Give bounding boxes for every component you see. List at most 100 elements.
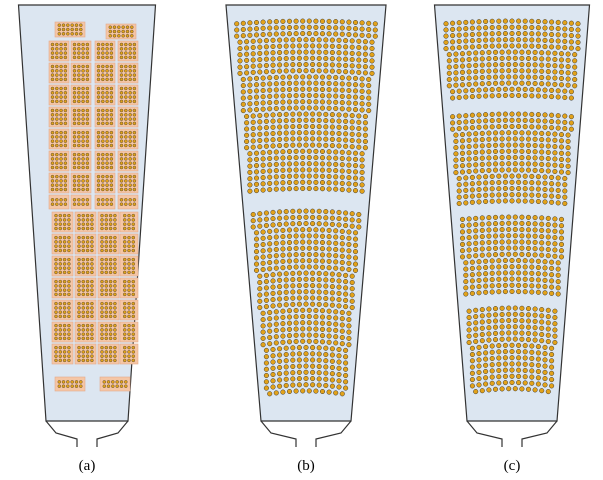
cell [101, 152, 105, 157]
cell [54, 235, 58, 240]
cell [59, 64, 63, 69]
cell [50, 42, 55, 47]
cell [67, 213, 71, 218]
cell [346, 94, 352, 100]
cell [499, 142, 505, 148]
cell [549, 181, 555, 187]
cell [121, 25, 125, 29]
cell [85, 288, 90, 292]
cell [240, 20, 246, 26]
cell [450, 120, 456, 126]
cell [313, 148, 319, 154]
cell [128, 183, 132, 187]
cell [356, 44, 362, 51]
cell [529, 289, 535, 295]
cell [476, 290, 482, 296]
cell [72, 113, 77, 117]
cell [50, 174, 55, 179]
cell [326, 105, 332, 111]
cell [525, 167, 532, 173]
cell [85, 64, 90, 69]
cell [565, 76, 571, 82]
module-background [97, 277, 120, 299]
cell [303, 117, 309, 123]
cell [105, 165, 109, 170]
cell [70, 32, 74, 36]
cell [124, 384, 128, 388]
cell [366, 20, 372, 26]
cell [516, 18, 522, 24]
cell [58, 301, 62, 306]
cell [313, 326, 319, 332]
cell [81, 354, 85, 358]
cell [552, 314, 558, 321]
cell [127, 240, 131, 244]
cell [483, 277, 489, 283]
cell [253, 26, 260, 32]
cell [81, 47, 85, 51]
cell [372, 27, 378, 33]
cell [108, 34, 112, 38]
cell [489, 380, 495, 386]
cell [260, 181, 266, 187]
cell [113, 288, 117, 292]
cell [565, 138, 571, 144]
cell [549, 187, 555, 193]
cell [300, 80, 306, 86]
module-background [48, 84, 70, 106]
cell [506, 233, 512, 239]
cell [316, 345, 322, 351]
cell [277, 215, 283, 221]
cell [456, 94, 462, 101]
cell [499, 130, 505, 136]
module [119, 255, 139, 277]
cell [545, 228, 551, 234]
cell [323, 37, 329, 43]
cell [277, 221, 283, 227]
cell [296, 37, 302, 43]
cell [237, 45, 243, 52]
cell [466, 144, 472, 150]
cell [59, 152, 63, 157]
cell [486, 80, 492, 87]
cell [267, 235, 273, 241]
cell [244, 45, 250, 51]
cell [549, 272, 555, 278]
cell [77, 336, 81, 341]
cell [59, 179, 63, 183]
cell [104, 288, 108, 292]
cell [253, 261, 260, 267]
cell [293, 233, 299, 239]
cell [489, 24, 495, 31]
cell [346, 25, 352, 31]
cell [323, 302, 329, 308]
cell [85, 240, 90, 244]
cell [516, 24, 522, 30]
cell [356, 144, 362, 150]
cell [336, 359, 342, 365]
cell [77, 222, 81, 226]
cell [115, 384, 119, 388]
cell [132, 73, 137, 77]
cell [286, 227, 293, 233]
cell [336, 290, 342, 296]
cell [62, 336, 67, 341]
cell [85, 51, 90, 55]
cell [483, 192, 489, 198]
cell [55, 108, 59, 113]
cell [85, 328, 90, 332]
cell [109, 99, 114, 104]
cell [473, 307, 479, 313]
cell [443, 46, 449, 52]
cell [303, 282, 309, 289]
cell [100, 240, 104, 244]
module [70, 84, 92, 106]
cell [131, 244, 135, 248]
cell [479, 221, 485, 227]
cell [303, 55, 309, 61]
cell [492, 55, 499, 62]
cell [326, 161, 332, 167]
cell [54, 222, 58, 226]
cell [300, 18, 306, 24]
cell [535, 118, 541, 124]
